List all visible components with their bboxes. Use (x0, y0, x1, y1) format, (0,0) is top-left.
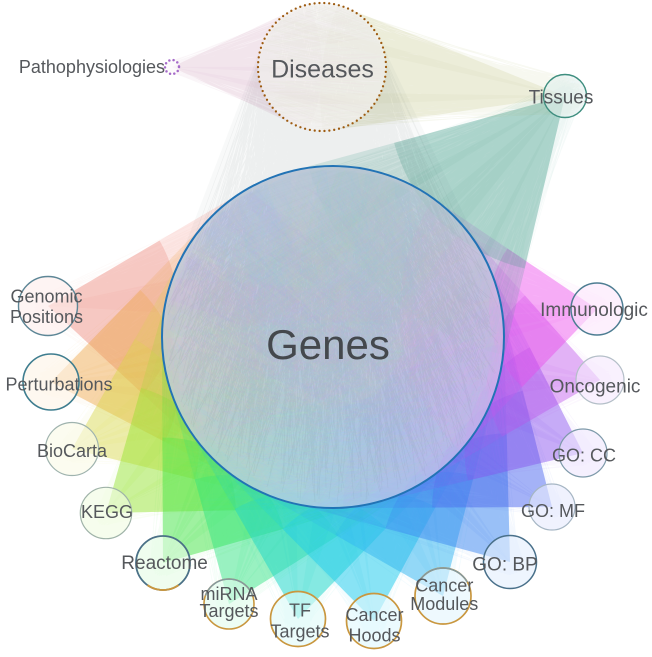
svg-text:Cancer: Cancer (415, 576, 473, 596)
svg-text:Tissues: Tissues (529, 87, 594, 108)
svg-text:GO: MF: GO: MF (521, 501, 585, 521)
svg-text:TF: TF (289, 601, 311, 621)
svg-text:Targets: Targets (270, 622, 329, 642)
svg-text:BioCarta: BioCarta (37, 441, 108, 461)
svg-text:Reactome: Reactome (121, 553, 208, 574)
svg-text:Cancer: Cancer (345, 605, 403, 625)
svg-text:Genes: Genes (266, 321, 390, 368)
svg-text:Modules: Modules (410, 594, 478, 614)
svg-text:GO: BP: GO: BP (472, 555, 537, 576)
svg-text:Genomic: Genomic (10, 287, 82, 307)
svg-text:Pathophysiologies: Pathophysiologies (19, 57, 165, 77)
svg-text:miRNA: miRNA (201, 584, 258, 604)
svg-text:Oncogenic: Oncogenic (550, 377, 641, 398)
svg-text:Targets: Targets (199, 601, 258, 621)
svg-text:Hoods: Hoods (348, 626, 400, 646)
svg-text:Immunologic: Immunologic (540, 300, 648, 321)
svg-text:KEGG: KEGG (81, 502, 133, 522)
svg-text:GO: CC: GO: CC (552, 445, 616, 465)
svg-text:Perturbations: Perturbations (5, 375, 112, 395)
svg-text:Diseases: Diseases (271, 55, 374, 83)
svg-text:Positions: Positions (10, 307, 83, 327)
